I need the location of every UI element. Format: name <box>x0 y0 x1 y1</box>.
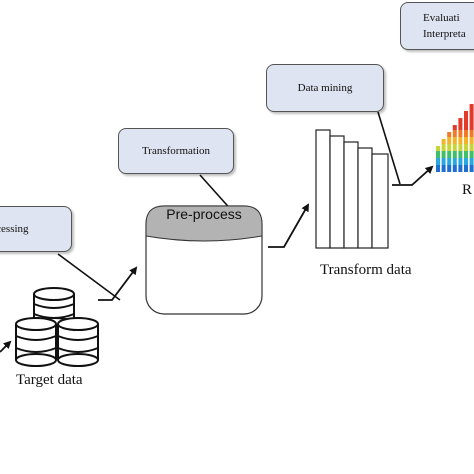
chart-icon-bar-segment <box>469 165 474 172</box>
evaluation-callout-line1: Evaluati <box>423 12 460 24</box>
chart-icon-bar-segment <box>436 165 440 172</box>
chart-icon-bar-segment <box>447 144 452 151</box>
chart-icon-bar-segment <box>452 144 457 151</box>
evaluation-callout: Evaluati Interpreta <box>400 2 474 50</box>
chart-icon-bar-segment <box>464 130 468 137</box>
chart-icon-bar-segment <box>469 109 474 116</box>
chart-icon-bar-segment <box>447 165 452 172</box>
chart-icon-bar-segment <box>452 165 457 172</box>
chart-icon-bar-segment <box>458 137 463 144</box>
chart-icon-bar-segment <box>469 158 474 165</box>
preprocess-box <box>145 205 263 315</box>
database-stack-icon <box>15 287 99 367</box>
arrow-preprocess-to-transform <box>268 203 309 248</box>
chart-icon-bar-segment <box>469 123 474 130</box>
document-stack-icon <box>315 129 389 249</box>
chart-icon-bar-segment <box>469 151 474 158</box>
chart-icon-bar-segment <box>452 158 457 165</box>
chart-icon-bar-segment <box>447 151 452 158</box>
chart-icon-bar-segment <box>469 137 474 144</box>
chart-icon-bar-segment <box>458 130 463 137</box>
chart-icon-bar-segment <box>458 151 463 158</box>
chart-icon-bar-segment <box>464 165 468 172</box>
chart-icon-bar-segment <box>458 158 463 165</box>
chart-icon-bar-segment <box>452 151 457 158</box>
transformation-callout-label: Transformation <box>141 145 211 157</box>
arrow-into-target-data <box>0 340 12 353</box>
transform-data-caption: Transform data <box>320 262 412 278</box>
database-cylinder-right <box>57 317 99 367</box>
chart-icon-bar-segment <box>458 123 463 130</box>
chart-icon-bar-segment <box>464 158 468 165</box>
chart-icon-bar-segment <box>464 151 468 158</box>
preprocessing-callout-label: rocessing <box>0 223 29 235</box>
preprocess-box-title: Pre-process <box>166 206 242 222</box>
chart-icon-bar-segment <box>436 151 440 158</box>
chart-icon-bar-segment <box>469 130 474 137</box>
chart-icon-bar-segment <box>441 139 446 144</box>
chart-icon-bar-segment <box>436 158 440 165</box>
chart-icon-bar-segment <box>469 116 474 123</box>
database-cylinder-left <box>15 317 57 367</box>
arrow-transform-to-knowledge <box>392 165 434 186</box>
chart-icon-bar-segment <box>441 165 446 172</box>
preprocess-box-header <box>145 205 263 242</box>
chart-icon-bar-segment <box>447 132 452 137</box>
data-mining-leader-line <box>377 111 401 185</box>
data-mining-callout-label: Data mining <box>297 82 353 94</box>
chart-icon-bar-segment <box>441 158 446 165</box>
chart-icon-bar-segment <box>441 144 446 151</box>
chart-icon-bar-segment <box>464 116 468 123</box>
preprocessing-callout: rocessing <box>0 206 72 252</box>
chart-icon-bar-segment <box>452 130 457 137</box>
target-data-caption: Target data <box>16 372 83 388</box>
chart-icon-bar-segment <box>469 104 474 109</box>
chart-icon-bar-segment <box>452 137 457 144</box>
chart-icon-bar-segment <box>458 165 463 172</box>
preprocessing-leader-line <box>57 253 121 301</box>
chart-icon-bar-segment <box>464 137 468 144</box>
chart-icon-bar-segment <box>447 158 452 165</box>
chart-icon-bar-segment <box>452 125 457 130</box>
chart-icon-bar-segment <box>447 137 452 144</box>
chart-icon-bar-segment <box>441 151 446 158</box>
transformation-callout: Transformation <box>118 128 234 174</box>
chart-icon-bar-segment <box>464 123 468 130</box>
evaluation-callout-line2: Interpreta <box>423 28 466 40</box>
chart-icon-bar-segment <box>458 144 463 151</box>
chart-icon-bar-segment <box>436 146 440 151</box>
knowledge-caption-partial: R <box>462 182 473 198</box>
chart-icon-bar-segment <box>458 118 463 123</box>
bar-chart-icon <box>436 104 474 172</box>
chart-icon-bar-segment <box>469 144 474 151</box>
chart-icon-bar-segment <box>464 111 468 116</box>
chart-icon-bar-segment <box>464 144 468 151</box>
data-mining-callout: Data mining <box>266 64 384 112</box>
arrow-target-to-preprocess <box>98 266 138 301</box>
